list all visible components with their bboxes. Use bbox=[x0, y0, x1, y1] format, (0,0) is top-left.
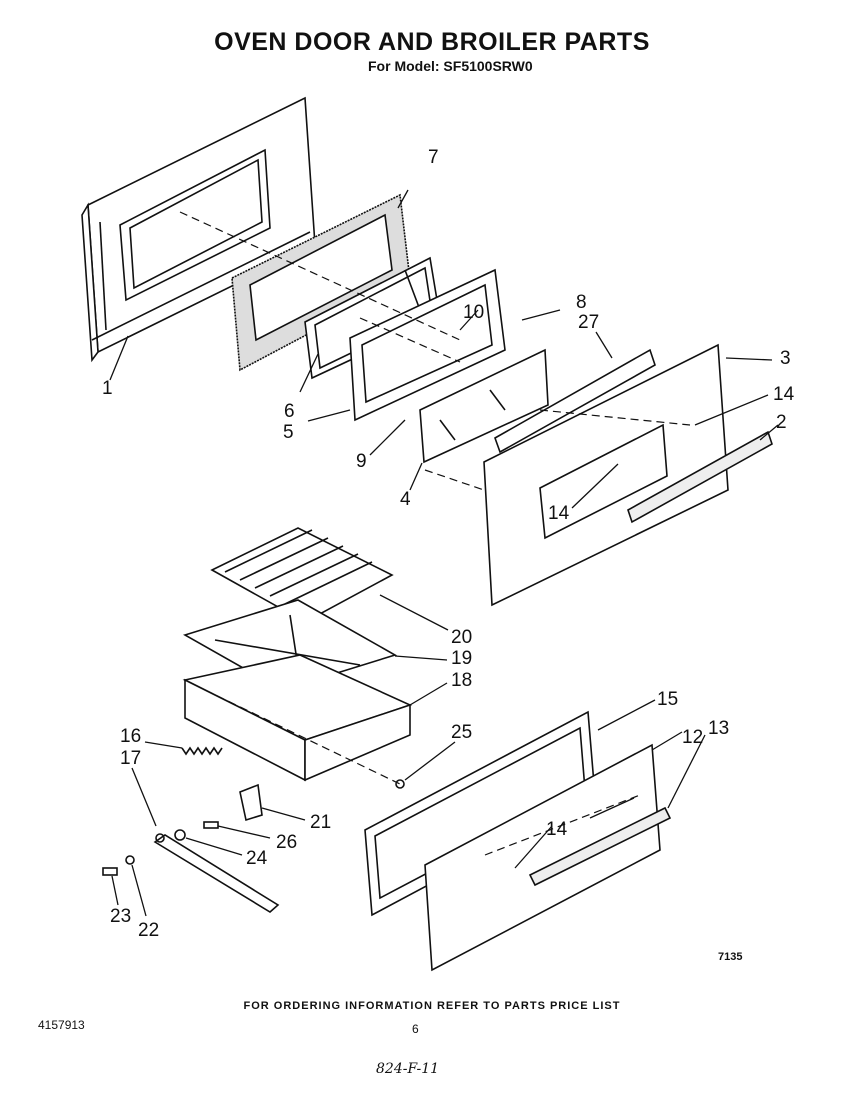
door-handle bbox=[627, 430, 773, 524]
callout-23: 23 bbox=[110, 906, 131, 927]
broiler-pan bbox=[182, 654, 413, 782]
assembly-lines bbox=[179, 211, 691, 856]
callout-22: 22 bbox=[138, 920, 159, 941]
callout-17: 17 bbox=[120, 748, 141, 769]
broiler-handle bbox=[528, 806, 672, 887]
figure-number: 7135 bbox=[718, 951, 743, 963]
callout-26: 26 bbox=[276, 832, 297, 853]
callout-1: 1 bbox=[102, 378, 113, 399]
callout-24: 24 bbox=[246, 848, 268, 869]
callout-9: 9 bbox=[356, 451, 367, 472]
callout-25: 25 bbox=[451, 722, 472, 743]
broiler-outer-panel bbox=[424, 743, 661, 972]
callout-16: 16 bbox=[120, 726, 141, 747]
callout-27: 27 bbox=[578, 312, 599, 333]
callout-14-door: 14 bbox=[548, 503, 570, 524]
leader-lines bbox=[109, 189, 779, 917]
callout-3: 3 bbox=[780, 348, 791, 369]
callout-2: 2 bbox=[776, 412, 787, 433]
door-gasket bbox=[231, 193, 411, 372]
callout-8: 8 bbox=[576, 292, 587, 313]
callout-4: 4 bbox=[400, 489, 411, 510]
callout-20: 20 bbox=[451, 627, 472, 648]
broiler-grid bbox=[210, 527, 394, 623]
callout-14-broiler: 14 bbox=[546, 819, 568, 840]
callout-19: 19 bbox=[451, 648, 472, 669]
window-frame bbox=[349, 268, 506, 422]
callout-14-upper: 14 bbox=[773, 384, 795, 405]
model-subtitle: For Model: SF5100SRW0 bbox=[368, 58, 533, 74]
ordering-note: FOR ORDERING INFORMATION REFER TO PARTS … bbox=[243, 1000, 621, 1012]
callout-6: 6 bbox=[284, 401, 295, 422]
callout-13: 13 bbox=[708, 718, 729, 739]
handwritten-note: 824-F-11 bbox=[376, 1061, 440, 1077]
callout-18: 18 bbox=[451, 670, 472, 691]
callout-21: 21 bbox=[310, 812, 331, 833]
broiler-bracket bbox=[239, 783, 263, 822]
callout-5: 5 bbox=[283, 422, 294, 443]
callout-12: 12 bbox=[682, 727, 703, 748]
outer-glass bbox=[419, 348, 549, 464]
broiler-rail bbox=[102, 779, 405, 913]
callout-15: 15 bbox=[657, 689, 678, 710]
document-number: 4157913 bbox=[38, 1018, 85, 1032]
callout-7: 7 bbox=[428, 147, 439, 168]
page-number: 6 bbox=[412, 1022, 419, 1036]
callout-10: 10 bbox=[463, 302, 484, 323]
broiler-spring bbox=[181, 746, 223, 756]
page-title: OVEN DOOR AND BROILER PARTS bbox=[214, 28, 650, 56]
